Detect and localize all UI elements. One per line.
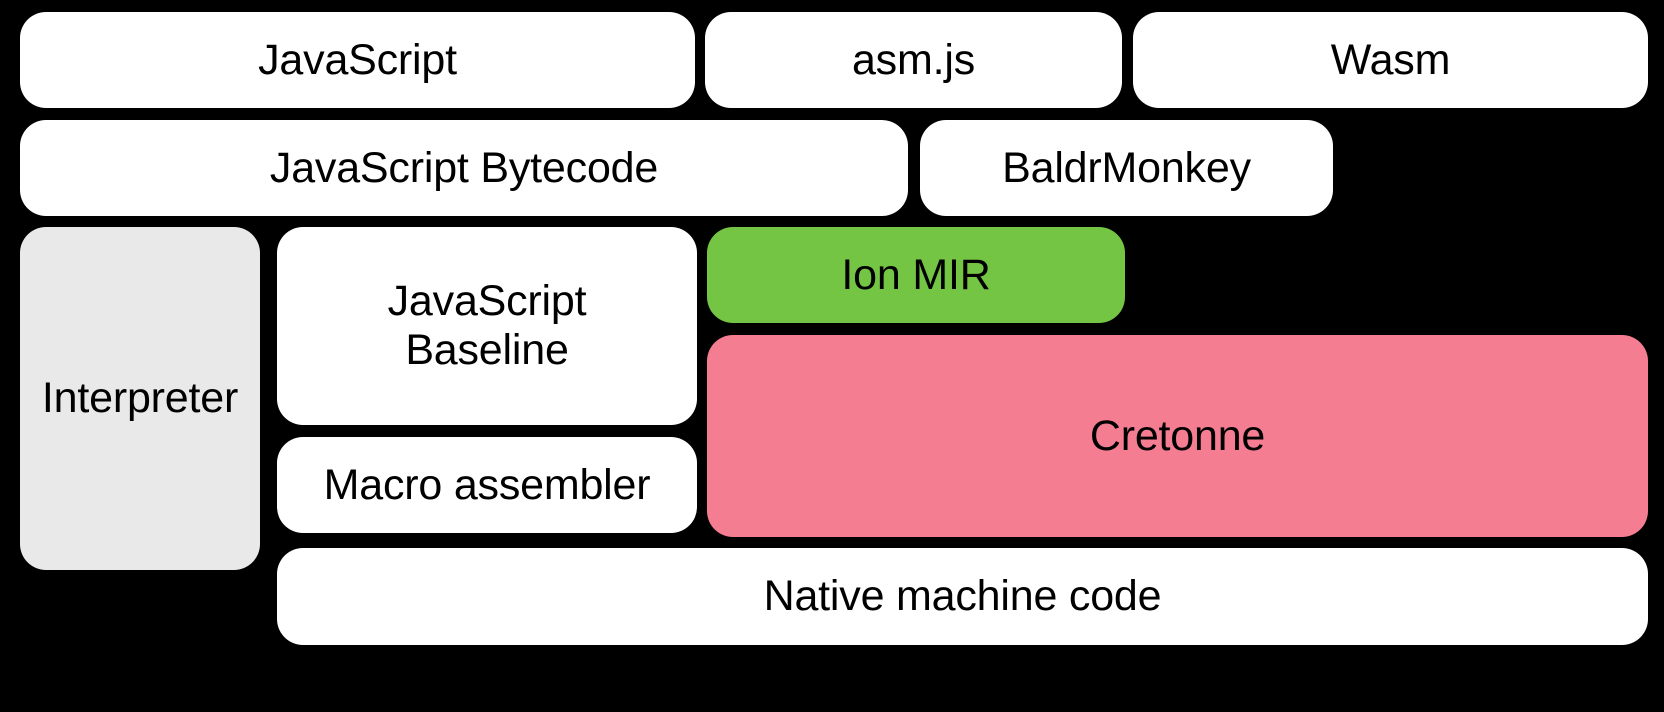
node-interpreter[interactable]: Interpreter (20, 227, 260, 570)
node-javascript-bytecode[interactable]: JavaScript Bytecode (20, 120, 908, 216)
node-native-machine-code[interactable]: Native machine code (277, 548, 1648, 645)
node-javascript-baseline[interactable]: JavaScript Baseline (277, 227, 697, 425)
node-macro-assembler[interactable]: Macro assembler (277, 437, 697, 533)
node-ion-mir[interactable]: Ion MIR (707, 227, 1125, 323)
node-cretonne[interactable]: Cretonne (707, 335, 1648, 537)
node-asmjs[interactable]: asm.js (705, 12, 1122, 108)
node-wasm[interactable]: Wasm (1133, 12, 1648, 108)
node-javascript[interactable]: JavaScript (20, 12, 695, 108)
node-baldrmonkey[interactable]: BaldrMonkey (920, 120, 1333, 216)
